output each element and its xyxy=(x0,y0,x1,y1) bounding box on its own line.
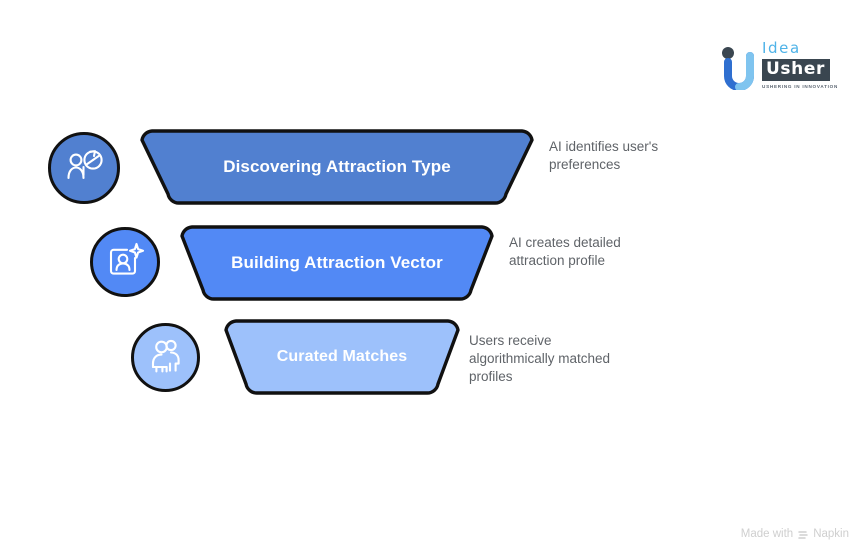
watermark-prefix: Made with xyxy=(740,528,794,540)
stage-3-icon-circle xyxy=(131,323,200,392)
logo-mark-icon xyxy=(718,46,760,91)
napkin-logo-icon xyxy=(797,529,809,541)
logo-word-usher-box: Usher xyxy=(762,59,830,81)
two-people-icon xyxy=(146,335,186,380)
profile-card-sparkle-icon xyxy=(105,240,145,285)
napkin-watermark: Made with Napkin xyxy=(741,528,849,540)
stage-1-icon-circle xyxy=(48,132,120,204)
logo-tagline: USHERING IN INNOVATION xyxy=(762,84,839,89)
logo-wordmark: Idea Usher USHERING IN INNOVATION xyxy=(762,40,848,89)
stage-1-description: AI identifies user's preferences xyxy=(549,139,659,172)
stage-2-funnel-shape[interactable]: Building Attraction Vector xyxy=(178,224,496,302)
logo-word-idea: Idea xyxy=(762,39,801,57)
stage-3-funnel-shape[interactable]: Curated Matches xyxy=(222,318,462,396)
stage-1-funnel-shape[interactable]: Discovering Attraction Type xyxy=(138,128,536,206)
stage-2-description: AI creates detailed attraction profile xyxy=(509,235,621,268)
person-pie-chart-icon xyxy=(63,145,105,192)
stage-3-description: Users receive algorithmically matched pr… xyxy=(469,333,611,384)
logo-word-usher: Usher xyxy=(766,59,825,79)
idea-usher-logo: Idea Usher USHERING IN INNOVATION xyxy=(718,40,848,92)
watermark-brand: Napkin xyxy=(813,528,849,540)
stage-2-icon-circle xyxy=(90,227,160,297)
